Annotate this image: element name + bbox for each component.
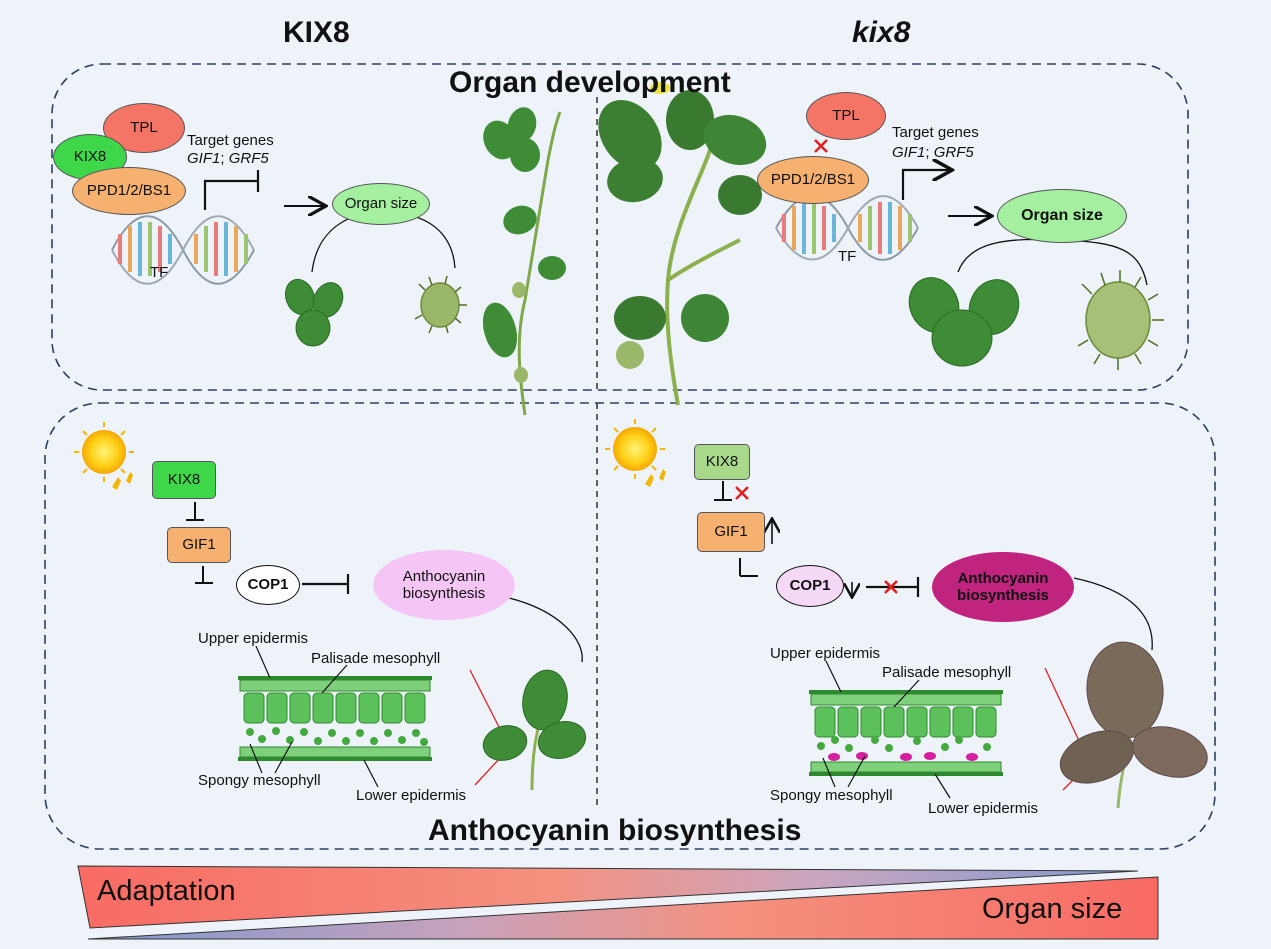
label-adaptation: Adaptation <box>97 875 236 907</box>
label-lower-epidermis-left: Lower epidermis <box>356 787 467 804</box>
inhibit-x-kix8-right <box>735 486 749 500</box>
node-ppd-right: PPD1/2/BS1 <box>757 156 869 204</box>
panel-organ-development <box>51 63 1189 391</box>
dna-helix-right <box>775 194 919 261</box>
leaf-cross-section-left <box>238 676 432 761</box>
promoter-active-right <box>901 170 950 200</box>
trifoliate-leaf-right-bottom <box>1059 641 1208 809</box>
node-organ-size-left: Organ size <box>332 183 430 225</box>
node-cop1-bottom-left: COP1 <box>236 565 300 605</box>
node-kix8-bottom-left: KIX8 <box>152 461 216 499</box>
label-upper-epidermis-right: Upper epidermis <box>770 645 881 662</box>
anthocyanin-line2-right: biosynthesis <box>957 587 1049 604</box>
inhibit-gif1-cop1-left <box>195 566 213 584</box>
plant-stem-right <box>598 82 767 406</box>
link-curve-right <box>957 238 1148 286</box>
spiny-pod-left <box>414 275 467 334</box>
trifoliate-leaf-left-top <box>284 278 344 347</box>
node-ppd-left: PPD1/2/BS1 <box>72 167 186 215</box>
promoter-blocked-left <box>203 170 260 210</box>
gene-grf5-right: GRF5 <box>933 144 974 161</box>
inhibit-cop1-antho-left <box>302 574 350 594</box>
link-curve-bottom-right <box>1073 577 1153 651</box>
label-pointers-left <box>249 645 379 788</box>
label-genes-left: GIF1; GRF5 <box>187 150 269 167</box>
label-spongy-right: Spongy mesophyll <box>770 787 893 804</box>
column-title-kix8: KIX8 <box>283 16 350 49</box>
organ-size-wedge <box>87 876 1159 940</box>
adaptation-wedge <box>77 865 1139 929</box>
label-organ-size-bar: Organ size <box>982 893 1123 925</box>
label-target-genes-right: Target genes <box>892 124 979 141</box>
dna-helix-left <box>111 215 255 285</box>
gene-gif1-right: GIF1 <box>892 144 926 161</box>
node-gif1-bottom-left: GIF1 <box>167 527 231 563</box>
inhibit-x-antho-right <box>884 580 898 594</box>
inhibit-kix8-gif1-right <box>714 481 732 501</box>
inhibit-gif1-cop1-right <box>739 558 758 577</box>
node-tpl-right: TPL <box>806 92 886 140</box>
label-lower-epidermis-right: Lower epidermis <box>928 800 1039 817</box>
node-organ-size-right: Organ size <box>997 189 1127 243</box>
inhibit-x-tpl-right <box>814 139 828 153</box>
panel-anthocyanin-biosynthesis <box>44 402 1216 850</box>
link-curve-bottom-left <box>504 596 583 663</box>
column-title-kix8-mutant: kix8 <box>852 16 911 49</box>
label-pointers-right <box>822 660 951 799</box>
gene-gif1-left: GIF1 <box>187 150 221 167</box>
spiny-pod-right <box>1077 270 1164 370</box>
label-spongy-left: Spongy mesophyll <box>198 772 321 789</box>
zoom-line-left <box>469 669 503 786</box>
section-title-anthocyanin-biosynthesis: Anthocyanin biosynthesis <box>428 814 802 847</box>
label-palisade-right: Palisade mesophyll <box>882 664 1012 681</box>
node-gif1-bottom-right: GIF1 <box>697 512 765 552</box>
label-upper-epidermis-left: Upper epidermis <box>198 630 309 647</box>
leaf-cross-section-right <box>809 690 1003 776</box>
sun-icon-right <box>605 419 666 487</box>
label-palisade-left: Palisade mesophyll <box>311 650 441 667</box>
inhibit-kix8-gif1-left <box>186 502 204 521</box>
anthocyanin-line1-left: Anthocyanin <box>402 567 486 585</box>
node-cop1-bottom-right: COP1 <box>776 565 844 607</box>
node-kix8-bottom-right: KIX8 <box>694 444 750 480</box>
label-tf-left: TF <box>150 264 169 281</box>
anthocyanin-line1-right: Anthocyanin <box>957 569 1049 587</box>
label-target-genes-left: Target genes <box>187 132 274 149</box>
anthocyanin-line2-left: biosynthesis <box>402 585 486 602</box>
trifoliate-leaf-left-bottom <box>482 669 587 791</box>
gene-separator-left: ; <box>220 150 225 167</box>
section-title-organ-development: Organ development <box>449 66 731 99</box>
node-anthocyanin-bottom-left: Anthocyanin biosynthesis <box>373 550 515 620</box>
label-tf-right: TF <box>838 248 857 265</box>
plant-stem-left <box>482 107 566 416</box>
sun-icon-left <box>74 422 134 490</box>
label-genes-right: GIF1; GRF5 <box>892 144 974 161</box>
gene-separator-right: ; <box>925 144 930 161</box>
node-anthocyanin-bottom-right: Anthocyanin biosynthesis <box>932 552 1074 622</box>
gene-grf5-left: GRF5 <box>228 150 269 167</box>
trifoliate-leaf-right-top <box>908 277 1020 367</box>
